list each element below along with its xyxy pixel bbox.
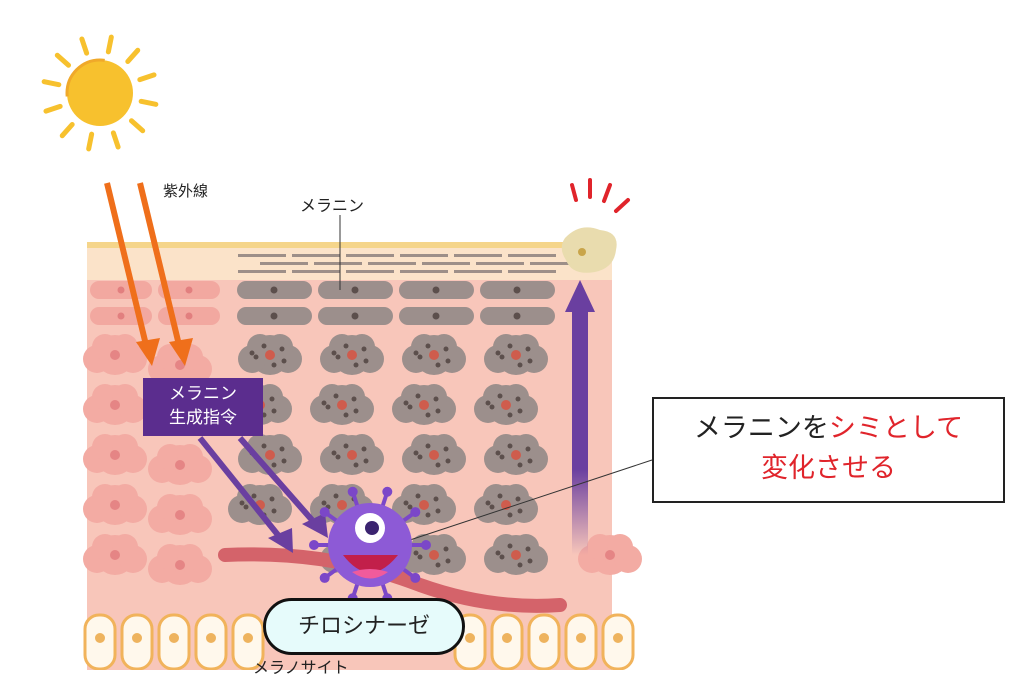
skin-cells (83, 254, 642, 585)
basal-cells (83, 613, 635, 671)
melanin-command-box: メラニン 生成指令 (143, 378, 263, 436)
callout-text-3: 変化させる (761, 453, 896, 484)
callout-pointer-line (409, 459, 653, 541)
callout-text-1: メラニンを (693, 413, 829, 444)
uv-arrows (104, 182, 193, 366)
upward-arrow-head (565, 280, 595, 312)
upward-arrow-shaft (572, 310, 588, 555)
melanin-label: メラニン (300, 196, 365, 215)
command-line-1: メラニン (169, 384, 237, 404)
uv-label: 紫外線 (163, 182, 209, 200)
tyrosinase-label: チロシナーゼ (263, 598, 465, 655)
callout-box: メラニンをシミとして 変化させる (652, 397, 1005, 503)
callout-text-2: シミとして (828, 413, 964, 444)
melanocyte-label: メラノサイト (253, 658, 349, 677)
alert-marks-icon (570, 178, 630, 213)
sun-icon (41, 34, 159, 152)
command-line-2: 生成指令 (169, 408, 237, 428)
skin-surface-line (87, 242, 612, 248)
purple-arrows (197, 436, 328, 553)
spot-icon (561, 227, 617, 273)
tyrosinase-virus-icon (309, 486, 431, 604)
blood-vessel (218, 547, 567, 613)
